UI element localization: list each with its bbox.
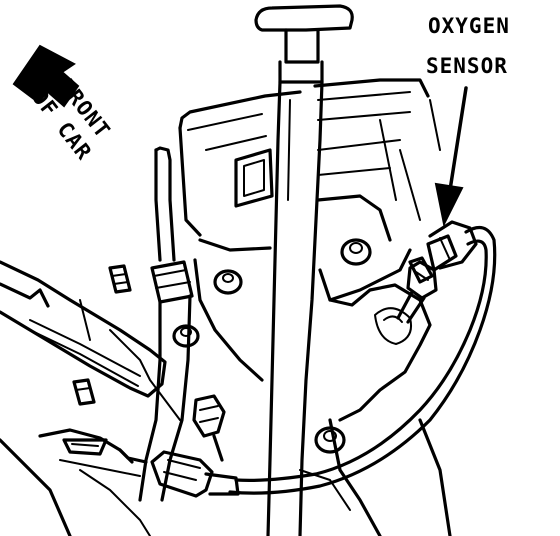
bolt-4 [314, 426, 346, 454]
bolt-group [72, 238, 434, 454]
oxygen-sensor [396, 220, 478, 324]
engine-block [0, 78, 452, 536]
hose-clamp [192, 394, 226, 462]
mounting-bracket [0, 260, 167, 398]
sensor-label: SENSOR [426, 54, 508, 78]
sensor-connector [150, 450, 240, 498]
stud-2 [72, 378, 96, 406]
harness-connector-left [38, 428, 148, 477]
front-direction-arrow-icon [12, 44, 80, 108]
dipstick [254, 4, 354, 536]
heat-shield [379, 99, 441, 221]
oxygen-label: OXYGEN [428, 14, 510, 38]
callout-arrow-icon [434, 86, 468, 228]
stud-1 [108, 264, 132, 294]
bolt-3 [172, 324, 200, 348]
sensor-wire [228, 225, 497, 495]
bolt-1 [340, 238, 372, 266]
stud-3 [408, 256, 434, 284]
bolt-2 [213, 269, 243, 295]
